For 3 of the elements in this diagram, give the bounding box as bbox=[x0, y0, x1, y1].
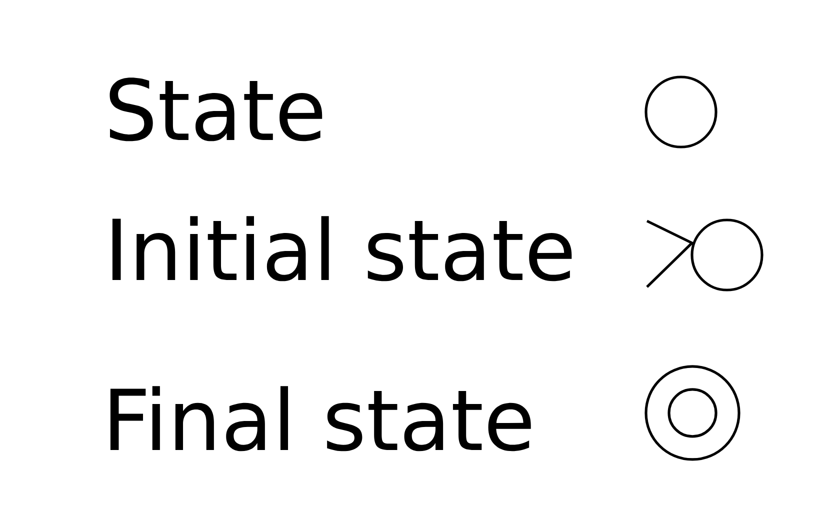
legend-label: Final state bbox=[110, 386, 531, 452]
legend-label: Initial state bbox=[112, 216, 572, 282]
legend-label: State bbox=[110, 78, 322, 142]
